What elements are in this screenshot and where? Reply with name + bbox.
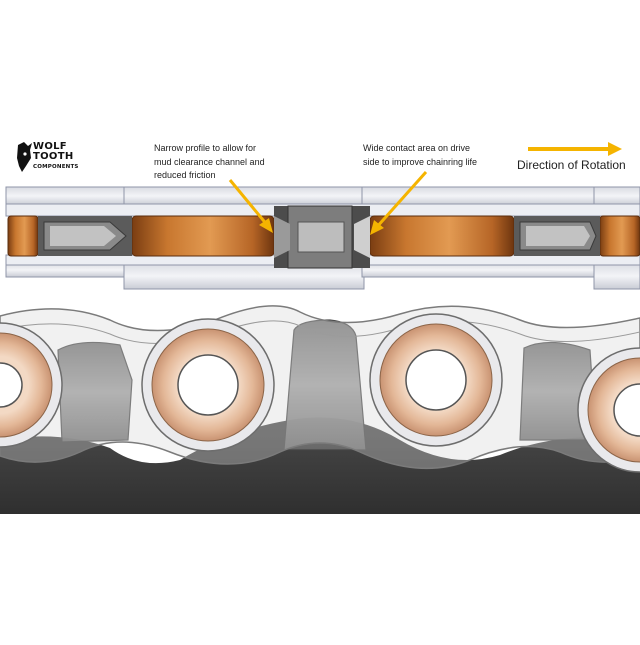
chain-link-inner-outline: [0, 320, 640, 345]
roller-side-4: [577, 347, 640, 473]
roller-top-3: [369, 215, 515, 257]
callout-arrows: [228, 142, 622, 235]
roller-top-4: [599, 215, 640, 257]
arrow-wide-contact-head: [370, 220, 384, 235]
outer-plate-top-left: [5, 186, 127, 206]
outer-plate-bottom-far: [593, 262, 640, 290]
direction-arrow-head: [608, 142, 622, 156]
tooth-side-left: [57, 341, 133, 443]
arrow-narrow-profile: [228, 179, 270, 227]
logo-text-tooth: TOOTH: [33, 151, 74, 162]
arrow-narrow-profile-head: [259, 218, 273, 233]
chainring-body: [0, 417, 640, 514]
roller-top-2: [131, 215, 275, 257]
roller-side-1: [0, 322, 63, 448]
tooth-top-center: [274, 205, 370, 269]
roller-side-2: [141, 318, 275, 452]
tooth-top-right: [514, 216, 600, 256]
side-view: [0, 305, 640, 514]
callout-wide-contact: Wide contact area on drive side to impro…: [363, 143, 478, 167]
tooth-top-left: [38, 216, 132, 256]
arrow-wide-contact: [374, 171, 428, 229]
logo-text-components: COMPONENTS: [33, 164, 79, 170]
top-view-chain: [5, 186, 640, 290]
callout-narrow-profile: Narrow profile to allow for mud clearanc…: [154, 143, 265, 180]
direction-of-rotation-label: Direction of Rotation: [517, 158, 626, 172]
wolf-head-logo-icon: [17, 142, 32, 172]
roller-top-1: [7, 215, 39, 257]
logo-text-wolf: WOLF: [33, 141, 67, 152]
outer-plate-top-far: [593, 186, 640, 206]
roller-side-3: [369, 313, 503, 447]
